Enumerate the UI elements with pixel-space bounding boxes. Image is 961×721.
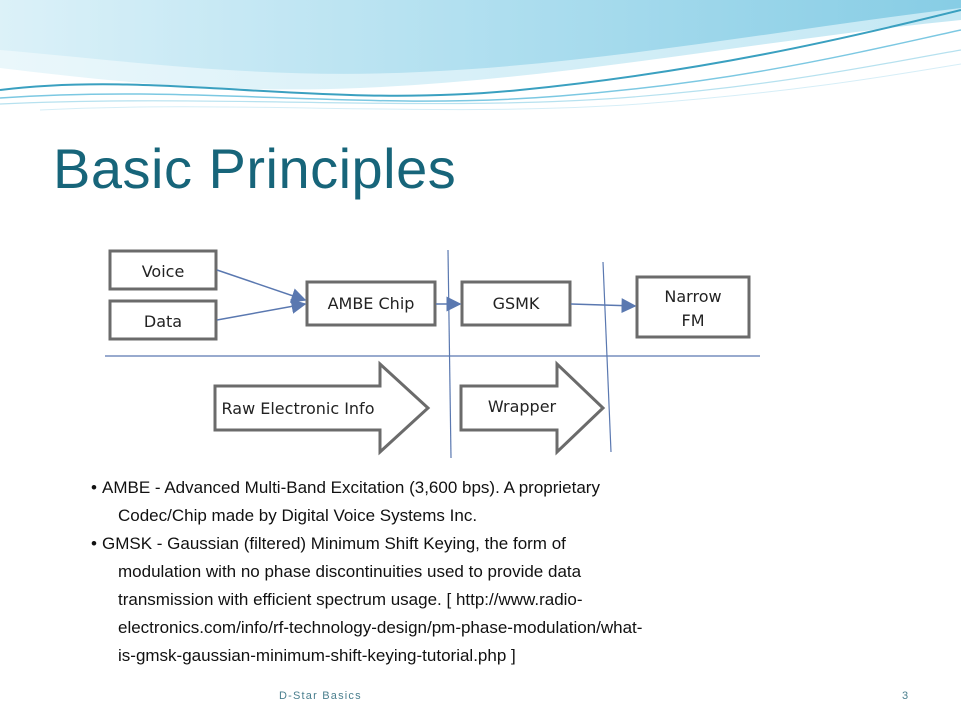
bullet-gmsk-lead: GMSK - Gaussian (filtered) Minimum Shift… <box>102 534 566 553</box>
footer-title: D-Star Basics <box>279 690 362 702</box>
narrow-fm-label-line1: Narrow <box>664 287 721 306</box>
data-box: Data <box>108 299 218 341</box>
bullet-dot: • <box>91 478 97 497</box>
raw-electronic-info-label: Raw Electronic Info <box>222 399 375 418</box>
ambe-chip-box: AMBE Chip <box>305 280 437 327</box>
voice-label: Voice <box>142 262 185 281</box>
bullet-list: • AMBE - Advanced Multi-Band Excitation … <box>88 474 768 670</box>
wrapper-arrow: Wrapper <box>459 360 606 456</box>
bullet-gmsk-cont-0: modulation with no phase discontinuities… <box>118 562 582 581</box>
slide-title: Basic Principles <box>53 137 457 200</box>
gsmk-box: GSMK <box>460 280 572 327</box>
bullet-gmsk-cont-1: transmission with efficient spectrum usa… <box>118 590 583 609</box>
narrow-fm-label-line2: FM <box>681 311 704 330</box>
vertical-divider-2 <box>602 261 612 453</box>
bullet-ambe-lead: AMBE - Advanced Multi-Band Excitation (3… <box>102 478 600 497</box>
header-wave-decoration <box>0 0 961 111</box>
arrow-gsmk-to-fm <box>570 298 637 314</box>
bullet-gmsk-cont-3: is-gmsk-gaussian-minimum-shift-keying-tu… <box>118 646 516 665</box>
gsmk-label: GSMK <box>493 294 540 313</box>
bullet-ambe: • AMBE - Advanced Multi-Band Excitation … <box>88 474 768 530</box>
data-label: Data <box>144 312 182 331</box>
bullet-dot: • <box>91 534 97 553</box>
voice-box: Voice <box>108 249 218 291</box>
arrow-voice-to-ambe <box>216 269 307 303</box>
bullet-ambe-cont-0: Codec/Chip made by Digital Voice Systems… <box>118 506 478 525</box>
page-number: 3 <box>902 690 909 702</box>
bullet-gmsk-cont-2: electronics.com/info/rf-technology-desig… <box>118 618 643 637</box>
arrow-data-to-ambe <box>216 299 307 321</box>
vertical-divider-1 <box>447 249 452 459</box>
ambe-chip-label: AMBE Chip <box>328 294 415 313</box>
wrapper-label: Wrapper <box>488 397 557 416</box>
bullet-gmsk: • GMSK - Gaussian (filtered) Minimum Shi… <box>88 530 768 670</box>
raw-electronic-info-arrow: Raw Electronic Info <box>213 360 431 456</box>
signal-flow-diagram: Voice Data AMBE Chip GSMK Narrow FM Raw … <box>105 249 760 459</box>
narrow-fm-box: Narrow FM <box>635 275 751 339</box>
